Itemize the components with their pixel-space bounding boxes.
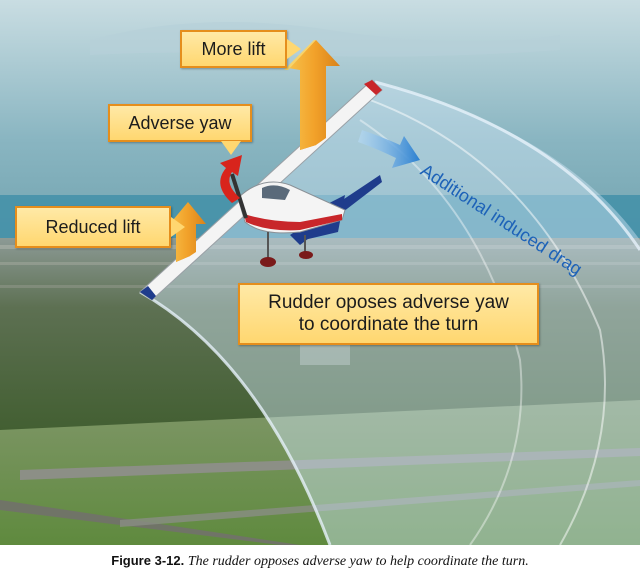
runway	[20, 448, 640, 480]
vortex-swirl-2	[359, 119, 523, 545]
more-lift-arrow	[284, 40, 340, 150]
wing-tip-right	[364, 80, 382, 95]
fuselage-stripe	[244, 214, 342, 231]
more-lift-pointer	[287, 39, 301, 59]
figure-caption: Figure 3-12. The rudder opposes adverse …	[0, 553, 640, 570]
wing-tip-left	[140, 286, 156, 300]
reduced-lift-label: Reduced lift	[15, 206, 171, 248]
adverse-yaw-label: Adverse yaw	[108, 104, 252, 142]
adverse-yaw-arrow	[220, 155, 242, 203]
gear-wheel-right	[299, 251, 313, 259]
vortex-edge-outer	[374, 80, 640, 251]
more-lift-label: More lift	[180, 30, 287, 68]
figure-number: Figure 3-12.	[111, 553, 185, 568]
airfield	[0, 400, 640, 545]
rudder-label: Rudder oposes adverse yaw to coordinate …	[238, 283, 539, 345]
figure-caption-text: The rudder opposes adverse yaw to help c…	[187, 554, 529, 569]
adverse-yaw-pointer	[221, 141, 241, 155]
gear-wheel-left	[260, 257, 276, 267]
rudder-label-line-1: Rudder oposes adverse yaw	[268, 292, 509, 313]
rudder-label-line-2: to coordinate the turn	[298, 314, 479, 335]
vortex-edge-inner	[139, 290, 332, 545]
propeller	[230, 173, 248, 219]
drag-arrow	[358, 130, 420, 168]
cockpit-window	[262, 185, 290, 200]
vortex-swirl	[369, 99, 606, 545]
aerial-scene	[0, 0, 640, 545]
runway-2	[120, 480, 640, 527]
reduced-lift-pointer	[171, 217, 185, 237]
